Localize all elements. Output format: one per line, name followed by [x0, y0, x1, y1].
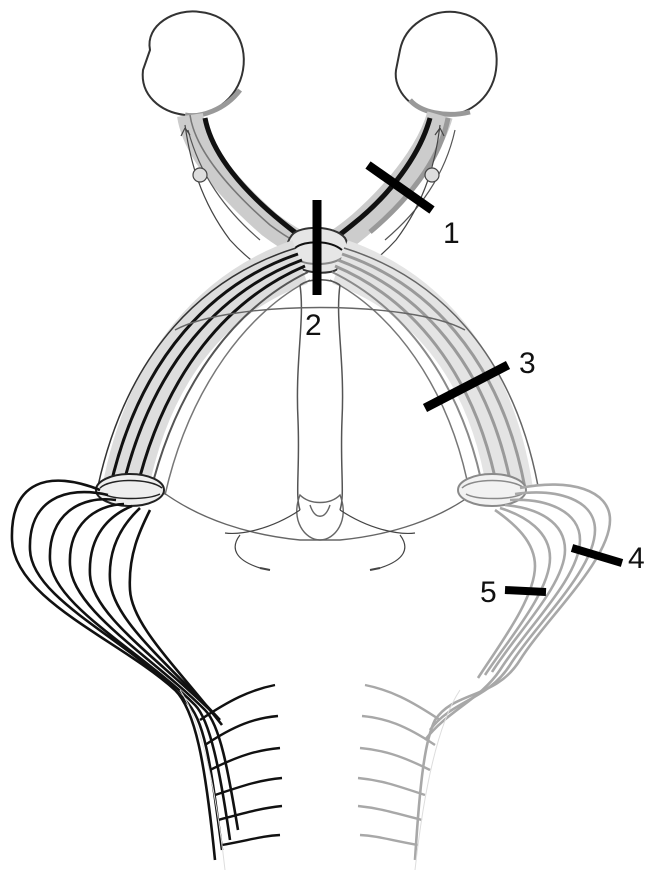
left-optic-tract — [98, 248, 310, 495]
left-lgn — [96, 474, 164, 506]
label-3: 3 — [519, 347, 536, 380]
label-5: 5 — [480, 576, 497, 609]
lesion-bar-5 — [505, 590, 546, 592]
label-4: 4 — [628, 542, 645, 575]
right-optic-tract — [330, 248, 538, 495]
occipital-outline — [180, 690, 460, 870]
left-cortex-endings — [200, 685, 282, 845]
label-1: 1 — [443, 217, 460, 250]
left-optic-radiation — [12, 481, 238, 860]
right-cortex-endings — [358, 685, 440, 845]
right-optic-radiation — [415, 485, 610, 860]
lesion-bar-4 — [572, 548, 622, 563]
label-2: 2 — [305, 309, 322, 342]
right-lgn — [458, 474, 526, 506]
right-eye — [396, 12, 497, 116]
left-eye — [143, 11, 244, 115]
